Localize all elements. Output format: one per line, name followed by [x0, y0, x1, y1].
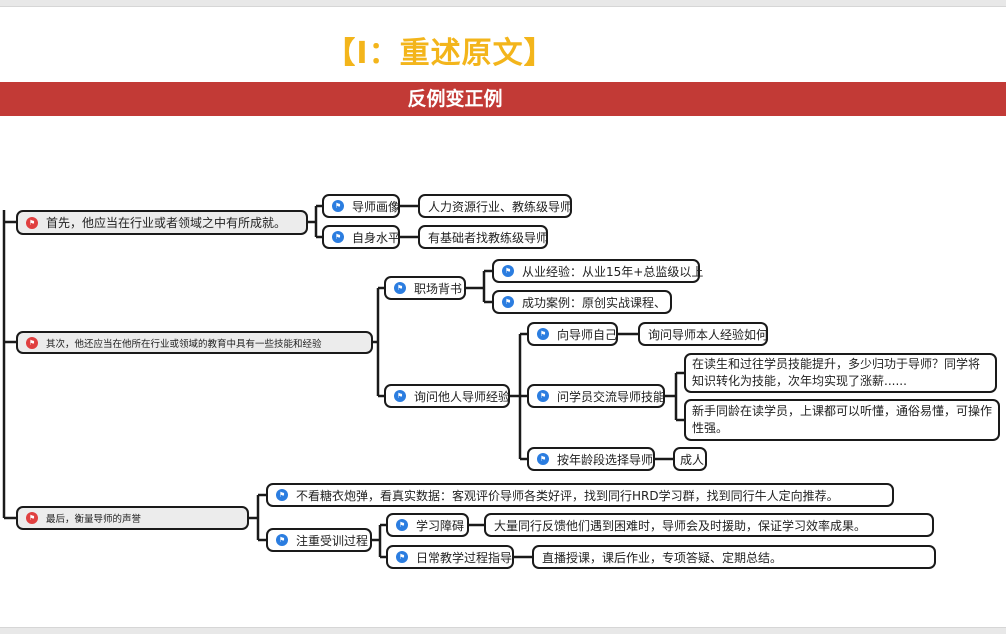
node-ask-students[interactable]: ⚑ 问学员交流导师技能	[527, 384, 665, 408]
branch-node-reputation[interactable]: ⚑ 最后，衡量导师的声誉	[16, 506, 249, 530]
node-label: 在读生和过往学员技能提升，多少归功于导师？同学将知识转化为技能，次年均实现了涨薪…	[692, 357, 981, 388]
flag-icon: ⚑	[26, 216, 38, 229]
node-label: 学习障碍	[416, 518, 465, 533]
node-own-level[interactable]: ⚑ 自身水平	[322, 225, 400, 249]
node-label: 新手同龄在读学员，上课都可以听懂，通俗易懂，可操作性强。	[692, 404, 993, 435]
flag-icon: ⚑	[26, 512, 38, 524]
node-label: 日常教学过程指导	[416, 550, 513, 565]
branch-node-achievement[interactable]: ⚑ 首先，他应当在行业或者领域之中有所成就。	[16, 210, 308, 235]
node-label: 向导师自己	[557, 327, 618, 342]
node-mentor-profile-detail[interactable]: 人力资源行业、教练级导师	[418, 194, 572, 218]
node-label: 自身水平	[352, 230, 401, 245]
branch-node-teaching-skills[interactable]: ⚑ 其次，他还应当在他所在行业或领域的教育中具有一些技能和经验	[16, 331, 373, 354]
node-label: 注重受训过程	[296, 533, 369, 548]
node-label: 询问导师本人经验如何	[648, 327, 769, 342]
slide-title: 【I：重述原文】	[325, 36, 555, 71]
flag-icon: ⚑	[396, 551, 408, 563]
flag-icon: ⚑	[332, 200, 344, 212]
flag-icon: ⚑	[537, 390, 549, 402]
node-daily-guidance-detail[interactable]: 直播授课，课后作业，专项答疑、定期总结。	[532, 545, 936, 569]
node-work-experience[interactable]: ⚑ 从业经验：从业15年+总监级以上	[492, 259, 704, 283]
node-ask-mentor-detail[interactable]: 询问导师本人经验如何	[638, 322, 768, 346]
flag-icon: ⚑	[396, 519, 408, 531]
flag-icon: ⚑	[276, 489, 288, 501]
node-age-group-detail[interactable]: 成人	[673, 447, 707, 471]
node-label: 有基础者找教练级导师	[428, 230, 549, 245]
node-student-feedback-2[interactable]: 新手同龄在读学员，上课都可以听懂，通俗易懂，可操作性强。	[684, 399, 1000, 441]
node-learning-obstacle[interactable]: ⚑ 学习障碍	[386, 513, 469, 537]
node-real-data[interactable]: ⚑ 不看糖衣炮弹，看真实数据：客观评价导师各类好评，找到同行HRD学习群，找到同…	[266, 483, 894, 507]
flag-icon: ⚑	[502, 296, 514, 308]
node-label: 成功案例：原创实战课程、	[522, 295, 667, 310]
flag-icon: ⚑	[26, 336, 38, 349]
node-ask-others[interactable]: ⚑ 询问他人导师经验	[384, 384, 510, 408]
node-own-level-detail[interactable]: 有基础者找教练级导师	[418, 225, 548, 249]
node-label: 其次，他还应当在他所在行业或领域的教育中具有一些技能和经验	[46, 338, 322, 350]
flag-icon: ⚑	[394, 390, 406, 402]
banner-title: 反例变正例	[407, 88, 503, 110]
node-label: 大量同行反馈他们遇到困难时，导师会及时援助，保证学习效率成果。	[494, 518, 867, 533]
node-label: 最后，衡量导师的声誉	[46, 514, 142, 525]
node-student-feedback-1[interactable]: 在读生和过往学员技能提升，多少归功于导师？同学将知识转化为技能，次年均实现了涨薪…	[684, 353, 997, 393]
node-career-endorsement[interactable]: ⚑ 职场背书：	[384, 276, 474, 300]
top-window-edge	[0, 0, 1006, 7]
node-label: 职场背书：	[414, 281, 475, 296]
node-label: 不看糖衣炮弹，看真实数据：客观评价导师各类好评，找到同行HRD学习群，找到同行牛…	[296, 488, 839, 503]
flag-icon: ⚑	[537, 453, 549, 465]
node-training-process[interactable]: ⚑ 注重受训过程	[266, 528, 372, 552]
node-label: 人力资源行业、教练级导师	[428, 199, 573, 214]
bottom-window-edge	[0, 627, 1006, 634]
node-label: 首先，他应当在行业或者领域之中有所成就。	[46, 216, 287, 230]
flag-icon: ⚑	[502, 265, 514, 277]
flag-icon: ⚑	[332, 231, 344, 243]
node-age-group[interactable]: ⚑ 按年龄段选择导师	[527, 447, 655, 471]
banner: 反例变正例	[0, 82, 1006, 116]
node-label: 成人	[680, 452, 705, 467]
flag-icon: ⚑	[537, 328, 549, 340]
node-ask-mentor[interactable]: ⚑ 向导师自己	[527, 322, 618, 346]
node-label: 问学员交流导师技能	[557, 389, 666, 404]
node-daily-guidance[interactable]: ⚑ 日常教学过程指导	[386, 545, 514, 569]
node-label: 按年龄段选择导师	[557, 452, 654, 467]
node-success-case[interactable]: ⚑ 成功案例：原创实战课程、	[492, 290, 672, 314]
node-label: 询问他人导师经验	[414, 389, 511, 404]
node-mentor-profile[interactable]: ⚑ 导师画像	[322, 194, 400, 218]
node-label: 从业经验：从业15年+总监级以上	[522, 264, 704, 279]
node-label: 导师画像	[352, 199, 401, 214]
flag-icon: ⚑	[276, 534, 288, 546]
flag-icon: ⚑	[394, 282, 406, 294]
node-learning-obstacle-detail[interactable]: 大量同行反馈他们遇到困难时，导师会及时援助，保证学习效率成果。	[484, 513, 934, 537]
node-label: 直播授课，课后作业，专项答疑、定期总结。	[542, 550, 783, 565]
